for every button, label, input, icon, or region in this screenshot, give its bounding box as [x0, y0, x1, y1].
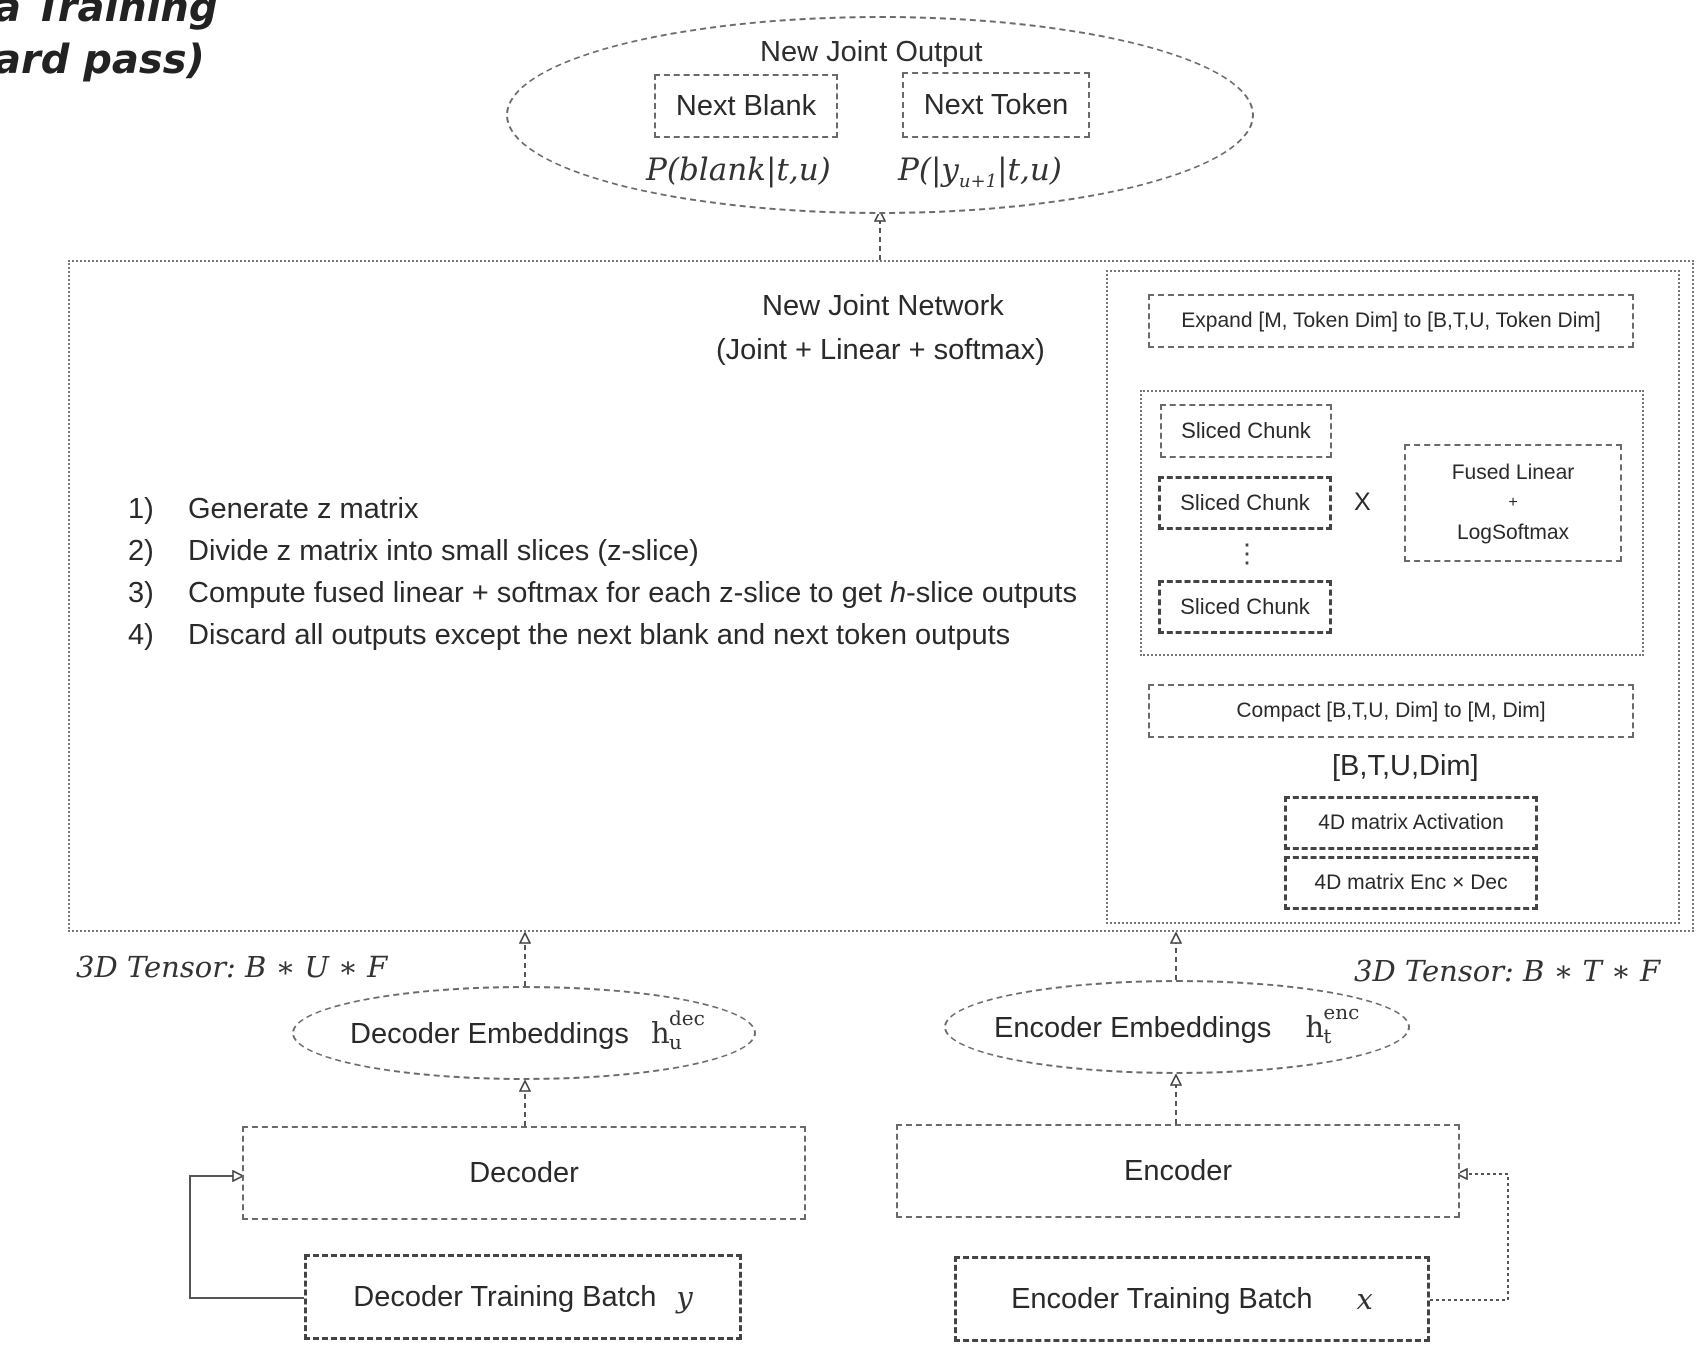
decoder-batch-variable: y	[676, 1280, 692, 1314]
sliced-chunk-label: Sliced Chunk	[1180, 594, 1310, 620]
token-probability-formula: P(|yu+1|t,u)	[898, 152, 1062, 192]
encoder-embedding-symbol: henct	[1305, 1010, 1324, 1044]
step-item: 3) Compute fused linear + softmax for ea…	[128, 572, 1077, 614]
next-token-label: Next Token	[924, 89, 1069, 122]
next-blank-label: Next Blank	[676, 90, 816, 123]
sliced-chunk-box: Sliced Chunk	[1158, 476, 1332, 530]
step-text-tail: -slice outputs	[906, 577, 1077, 609]
blank-probability-formula: P(blank|t,u)	[646, 152, 831, 188]
decoder-tensor-label: 3D Tensor: B ∗ U ∗ F	[76, 950, 387, 984]
sliced-chunk-box: Sliced Chunk	[1160, 404, 1332, 458]
sliced-chunk-box: Sliced Chunk	[1158, 580, 1332, 634]
tensor-shape-label: [B,T,U,Dim]	[1332, 750, 1479, 783]
enc-dec-product-box: 4D matrix Enc × Dec	[1284, 856, 1538, 910]
expand-step-box: Expand [M, Token Dim] to [B,T,U, Token D…	[1148, 294, 1634, 348]
fused-plus-label: +	[1508, 488, 1517, 518]
decoder-block-label: Decoder	[469, 1157, 579, 1190]
step-item: 1) Generate z matrix	[128, 488, 1077, 530]
sliced-chunk-label: Sliced Chunk	[1181, 418, 1311, 444]
joint-output-title: New Joint Output	[760, 36, 982, 69]
compact-step-label: Compact [B,T,U, Dim] to [M, Dim]	[1236, 699, 1545, 723]
expand-step-label: Expand [M, Token Dim] to [B,T,U, Token D…	[1181, 309, 1600, 333]
decoder-training-batch-box: Decoder Training Batch y	[304, 1254, 742, 1340]
token-formula-sub: u+1	[959, 171, 997, 192]
encoder-batch-label: Encoder Training Batch	[1011, 1283, 1312, 1316]
joint-network-subtitle: (Joint + Linear + softmax)	[716, 334, 1045, 367]
enc-dec-product-label: 4D matrix Enc × Dec	[1314, 871, 1507, 895]
logsoftmax-label: LogSoftmax	[1457, 518, 1569, 548]
step-item: 4) Discard all outputs except the next b…	[128, 614, 1077, 656]
encoder-emb-sub: t	[1323, 1024, 1331, 1048]
step-text: Compute fused linear + softmax for each …	[188, 572, 1077, 614]
sliced-chunk-label: Sliced Chunk	[1180, 490, 1310, 516]
encoder-training-batch-box: Encoder Training Batch x	[954, 1256, 1430, 1342]
decoder-emb-sup: dec	[669, 1006, 705, 1030]
fused-linear-box: Fused Linear + LogSoftmax	[1404, 444, 1622, 562]
step-text: Divide z matrix into small slices (z-sli…	[188, 530, 699, 572]
token-formula-tail: |t,u)	[997, 152, 1062, 188]
encoder-batch-variable: x	[1357, 1282, 1373, 1316]
step-number: 1)	[128, 488, 188, 530]
step-number: 2)	[128, 530, 188, 572]
step-item: 2) Divide z matrix into small slices (z-…	[128, 530, 1077, 572]
next-token-box: Next Token	[902, 72, 1090, 138]
token-formula-head: P(|y	[898, 152, 959, 188]
decoder-embeddings-text: Decoder Embeddings	[350, 1018, 629, 1050]
decoder-block: Decoder	[242, 1126, 806, 1220]
multiply-symbol: X	[1354, 488, 1371, 517]
decoder-batch-label: Decoder Training Batch	[353, 1281, 656, 1314]
encoder-tensor-label: 3D Tensor: B ∗ T ∗ F	[1354, 954, 1660, 988]
next-blank-box: Next Blank	[654, 74, 838, 138]
decoder-emb-sub: u	[669, 1030, 682, 1054]
step-number: 3)	[128, 572, 188, 614]
step-text: Generate z matrix	[188, 488, 418, 530]
encoder-embeddings-text: Encoder Embeddings	[994, 1012, 1271, 1044]
step-text-emphasis: h	[890, 577, 906, 609]
step-text-main: Compute fused linear + softmax for each …	[188, 577, 890, 609]
encoder-emb-h: h	[1305, 1010, 1324, 1044]
activation-label: 4D matrix Activation	[1318, 811, 1504, 835]
encoder-emb-sup: enc	[1323, 1000, 1359, 1024]
compact-step-box: Compact [B,T,U, Dim] to [M, Dim]	[1148, 684, 1634, 738]
encoder-block-label: Encoder	[1124, 1155, 1232, 1188]
step-text: Discard all outputs except the next blan…	[188, 614, 1010, 656]
decoder-embeddings-label: Decoder Embeddings hdecu	[350, 1016, 670, 1051]
encoder-block: Encoder	[896, 1124, 1460, 1218]
steps-list: 1) Generate z matrix 2) Divide z matrix …	[128, 488, 1077, 656]
decoder-embedding-symbol: hdecu	[651, 1016, 670, 1050]
chunk-continuation-dots: ⋮	[1234, 538, 1260, 569]
decoder-emb-h: h	[651, 1016, 670, 1050]
fused-linear-label: Fused Linear	[1452, 458, 1575, 488]
encoder-embeddings-label: Encoder Embeddings henct	[994, 1010, 1324, 1045]
joint-network-title: New Joint Network	[762, 290, 1004, 323]
step-number: 4)	[128, 614, 188, 656]
activation-box: 4D matrix Activation	[1284, 796, 1538, 850]
